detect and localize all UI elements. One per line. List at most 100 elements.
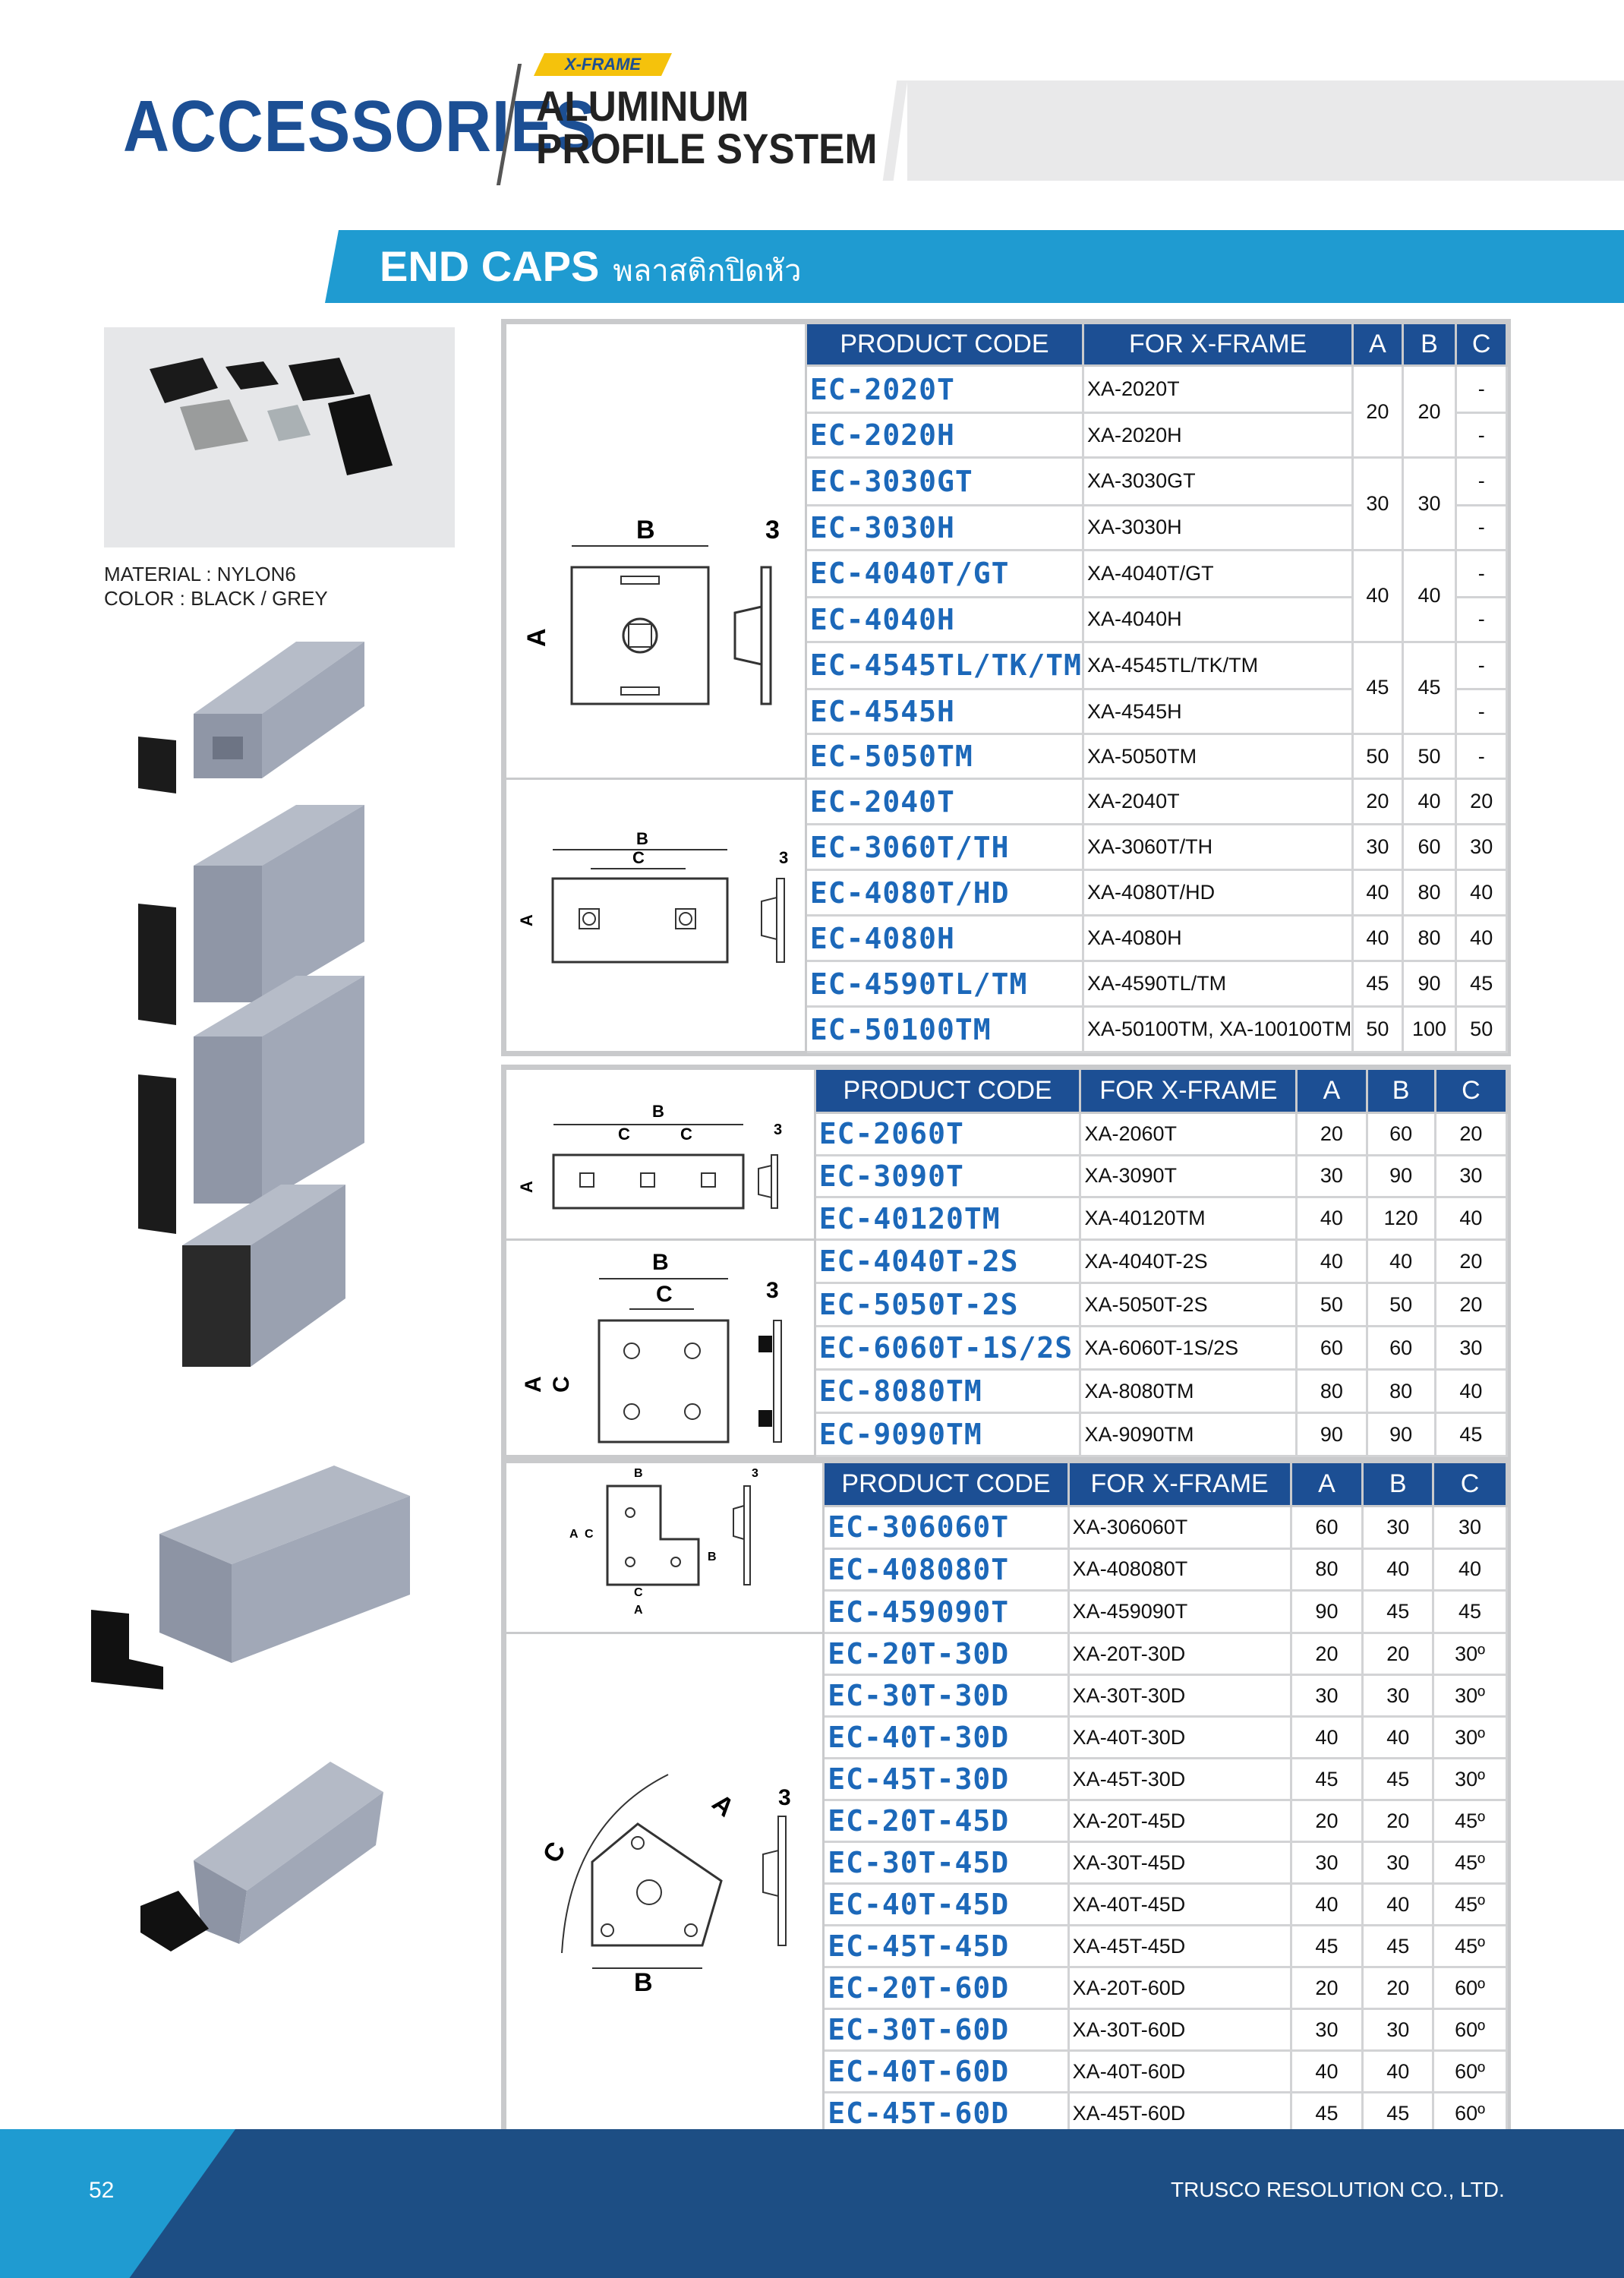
product-code: EC-6060T-1S/2S	[813, 1325, 1082, 1371]
x-frame: XA-2020H	[1082, 412, 1354, 459]
x-frame: XA-45T-45D	[1067, 1924, 1292, 1968]
dim-b: 30	[1361, 2008, 1435, 2052]
company-name: TRUSCO RESOLUTION CO., LTD.	[1171, 2178, 1505, 2201]
product-code: EC-30T-60D	[822, 2008, 1070, 2052]
product-code: EC-4080H	[804, 914, 1085, 962]
col-b: B	[1361, 1461, 1435, 1507]
dim-a: 30	[1289, 2008, 1364, 2052]
x-frame: XA-3030GT	[1082, 456, 1354, 506]
dim-b-label: B	[636, 829, 648, 848]
product-code: EC-20T-45D	[822, 1799, 1070, 1843]
dim-c: 40	[1433, 1196, 1509, 1241]
dim-b: 30	[1361, 1841, 1435, 1885]
four-hole-cap-drawing: B C 3 A C	[504, 1238, 816, 1457]
dim-b: 90	[1401, 960, 1458, 1008]
dim-a: 40	[1351, 914, 1404, 962]
dim-a: 90	[1289, 1589, 1364, 1634]
product-code: EC-50100TM	[804, 1005, 1085, 1053]
product-code: EC-4590TL/TM	[804, 960, 1085, 1008]
dim-b: 45	[1401, 640, 1458, 736]
section-title-th: พลาสติกปิดหัว	[613, 254, 802, 288]
dim-a: 20	[1295, 1111, 1368, 1156]
dim-b-label: B	[636, 516, 655, 544]
profile-2020-illustration	[138, 642, 364, 794]
dim-a-label: A	[522, 628, 551, 647]
col-product-code: PRODUCT CODE	[822, 1461, 1070, 1507]
dim-c: 45º	[1432, 1799, 1508, 1843]
product-code: EC-30T-30D	[822, 1674, 1070, 1718]
dim-c: 20	[1433, 1111, 1509, 1156]
product-code: EC-459090T	[822, 1589, 1070, 1634]
dim-3-label: 3	[765, 516, 780, 544]
dim-c-vertical-label: C	[585, 1528, 594, 1541]
dim-3-label: 3	[778, 1785, 791, 1810]
dim-b: 30	[1361, 1504, 1435, 1550]
x-frame: XA-4080T/HD	[1082, 869, 1354, 917]
col-b: B	[1401, 322, 1458, 367]
dim-c: -	[1455, 456, 1508, 506]
product-code: EC-40T-30D	[822, 1715, 1070, 1759]
dim-c: 40	[1432, 1547, 1508, 1592]
dim-c: -	[1455, 688, 1508, 735]
dim-a: 80	[1289, 1547, 1364, 1592]
x-frame: XA-40T-30D	[1067, 1715, 1292, 1759]
page-subtitle: ALUMINUM PROFILE SYSTEM	[536, 85, 877, 170]
dim-b: 100	[1401, 1005, 1458, 1053]
dim-c: 40	[1433, 1368, 1509, 1414]
dim-c: 40	[1455, 914, 1508, 962]
material-line: MATERIAL : NYLON6	[104, 563, 296, 585]
product-code: EC-5050T-2S	[813, 1282, 1082, 1327]
col-for-x-frame: FOR X-FRAME	[1067, 1461, 1292, 1507]
x-frame: XA-45T-30D	[1067, 1757, 1292, 1801]
dim-b: 40	[1361, 1882, 1435, 1926]
product-code: EC-45T-30D	[822, 1757, 1070, 1801]
dim-a: 90	[1295, 1412, 1368, 1457]
x-frame: XA-3060T/TH	[1082, 823, 1354, 871]
product-code: EC-4080T/HD	[804, 869, 1085, 917]
dim-c: -	[1455, 548, 1508, 598]
col-a: A	[1295, 1068, 1368, 1114]
dim-c: 30º	[1432, 1757, 1508, 1801]
product-code: EC-4040T-2S	[813, 1238, 1082, 1284]
dim-a: 45	[1289, 1757, 1364, 1801]
dim-3-label: 3	[752, 1467, 758, 1480]
profile-2040-illustration	[138, 805, 364, 1025]
dim-a: 30	[1289, 1841, 1364, 1885]
material-info: MATERIAL : NYLON6 COLOR : BLACK / GREY	[104, 562, 328, 611]
dim-b: 120	[1365, 1196, 1436, 1241]
dim-c: -	[1455, 364, 1508, 415]
dim-3-label: 3	[779, 848, 788, 867]
dim-b: 80	[1401, 914, 1458, 962]
product-code: EC-408080T	[822, 1547, 1070, 1592]
dim-a-bottom-label: A	[634, 1604, 643, 1617]
dim-c: 30º	[1432, 1674, 1508, 1718]
x-frame: XA-30T-30D	[1067, 1674, 1292, 1718]
dim-a-label: A	[569, 1528, 579, 1541]
product-code: EC-306060T	[822, 1504, 1070, 1550]
dim-c: -	[1455, 412, 1508, 459]
dim-b: 40	[1365, 1238, 1436, 1284]
dim-a: 60	[1289, 1504, 1364, 1550]
x-frame: XA-3030H	[1082, 503, 1354, 551]
subtitle-line-1: ALUMINUM	[536, 82, 749, 130]
product-code: EC-2040T	[804, 778, 1085, 825]
dim-c: -	[1455, 640, 1508, 691]
dim-c: 60º	[1432, 1966, 1508, 2010]
x-frame: XA-45T-60D	[1067, 2091, 1292, 2135]
section-bar	[325, 230, 1624, 303]
dim-a: 45	[1289, 2091, 1364, 2135]
dim-a: 20	[1289, 1799, 1364, 1843]
